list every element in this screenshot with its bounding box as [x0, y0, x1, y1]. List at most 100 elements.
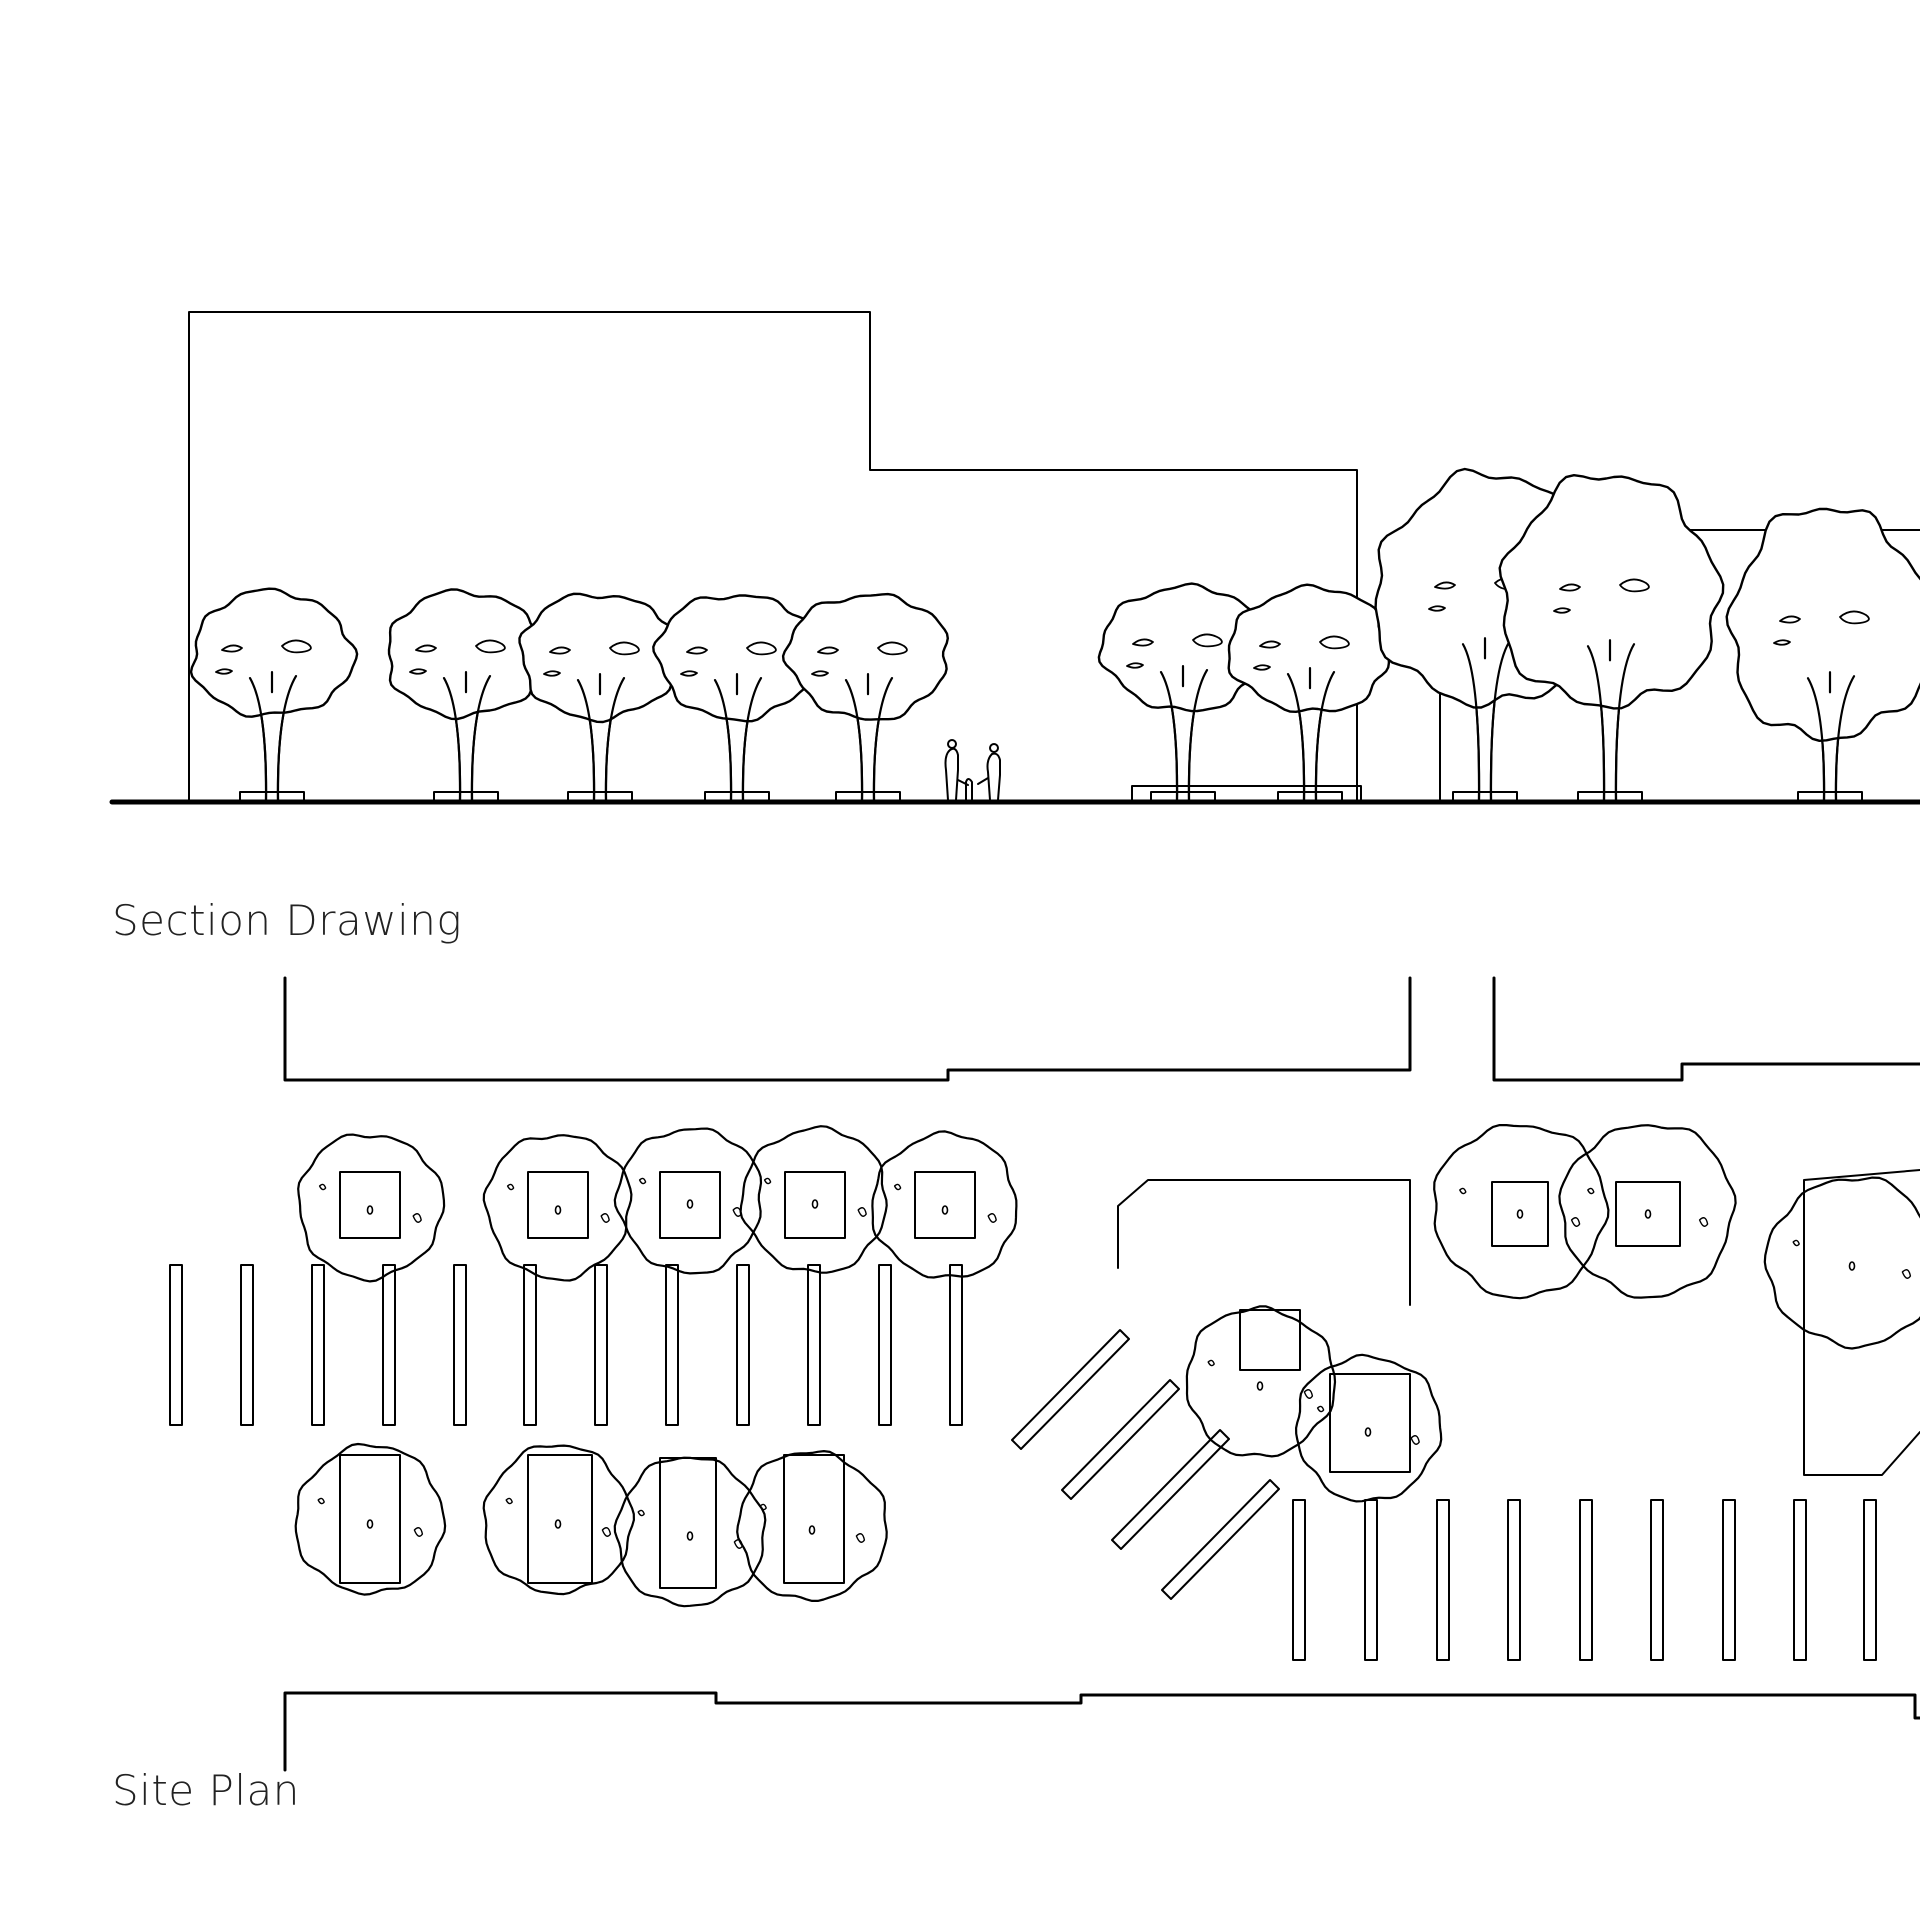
tree-canopy	[387, 588, 552, 721]
bollard	[311, 1264, 325, 1426]
trunk-dot	[554, 1205, 562, 1215]
section-tree	[518, 592, 685, 802]
trunk-dot	[554, 1519, 562, 1529]
canopy-marks	[638, 1177, 742, 1217]
plan-trees	[294, 1124, 1920, 1608]
plan-tree	[482, 1134, 633, 1282]
tree-branches	[1806, 671, 1856, 802]
plan-tree	[1433, 1124, 1610, 1300]
section-tree	[1097, 582, 1264, 802]
section-trees	[189, 467, 1920, 802]
plan-tree-canopy	[1185, 1305, 1337, 1458]
canopy-marks	[893, 1183, 997, 1223]
bollard	[1650, 1499, 1664, 1661]
canopy-marks	[763, 1177, 867, 1217]
plan-tree	[1558, 1124, 1737, 1299]
trunk-dot	[366, 1519, 374, 1529]
tree-pit	[659, 1171, 721, 1239]
plan-tree	[736, 1450, 888, 1602]
trunk-dot	[1256, 1381, 1264, 1391]
tree-planter	[1797, 791, 1863, 802]
bollard	[1579, 1499, 1593, 1661]
tree-branches	[1461, 637, 1511, 802]
canopy-marks	[506, 1183, 610, 1223]
bollard	[240, 1264, 254, 1426]
plan-tree-canopy	[739, 1125, 888, 1274]
bollard-outline	[1111, 1429, 1230, 1550]
trunk-dot	[811, 1199, 819, 1209]
plan-tree-canopy	[613, 1456, 767, 1608]
tree-pit	[527, 1171, 589, 1239]
tree-planter	[1577, 791, 1643, 802]
tree-branches	[1286, 667, 1336, 802]
plaza-outline	[1117, 1179, 1411, 1306]
canopy-marks	[505, 1497, 612, 1537]
tree-pit	[339, 1454, 401, 1584]
plan-tree	[294, 1442, 447, 1596]
trunk-dot	[686, 1531, 694, 1541]
tree-branches	[1586, 639, 1636, 802]
tree-canopy	[652, 594, 821, 723]
plan-tree-canopy	[1763, 1176, 1920, 1350]
tree-pit	[914, 1171, 976, 1239]
tree-pit	[1491, 1181, 1549, 1247]
plan-tree-canopy	[1295, 1353, 1443, 1503]
tree-canopy	[1097, 582, 1264, 713]
plaza-structure-right	[1803, 1169, 1920, 1476]
bollard	[523, 1264, 537, 1426]
bollard	[1722, 1499, 1736, 1661]
trunk-dot	[941, 1205, 949, 1215]
tree-planter	[1452, 791, 1518, 802]
canopy-marks	[317, 1497, 424, 1537]
tree-foliage-marks	[409, 639, 506, 675]
canopy-marks	[318, 1183, 422, 1223]
planter-slab	[1131, 785, 1362, 803]
tree-planter	[835, 791, 901, 802]
site-plan	[169, 976, 1920, 1772]
bollard	[1292, 1499, 1306, 1661]
section-tree	[1498, 474, 1725, 802]
bollard	[878, 1264, 892, 1426]
bollard	[1436, 1499, 1450, 1661]
bollard	[594, 1264, 608, 1426]
tree-pit	[339, 1171, 401, 1239]
tree-pit	[1615, 1181, 1681, 1247]
tree-branches	[1159, 665, 1209, 802]
bollard-outline	[1061, 1379, 1180, 1500]
section-tree	[652, 594, 821, 802]
section-drawing	[109, 311, 1920, 805]
tree-canopy	[1498, 474, 1725, 710]
tree-planter	[433, 791, 499, 802]
bollard	[665, 1264, 679, 1426]
tree-foliage-marks	[543, 641, 640, 677]
tree-planter	[239, 791, 305, 802]
plan-tree-canopy	[297, 1133, 446, 1283]
canopy-marks	[637, 1509, 744, 1549]
tree-branches	[442, 671, 492, 802]
plan-tree	[739, 1125, 888, 1274]
tree-canopy	[518, 592, 685, 724]
tree-foliage-marks	[811, 641, 908, 677]
tree-foliage-marks	[215, 639, 312, 675]
section-tree	[1227, 583, 1391, 802]
section-tree	[189, 587, 359, 802]
tree-planter	[704, 791, 770, 802]
tree-pit	[527, 1454, 593, 1584]
plan-building-edge-top-left	[283, 976, 1412, 1082]
bollard	[169, 1264, 183, 1426]
plan-tree-canopy	[1433, 1124, 1610, 1300]
tree-canopy	[1725, 507, 1920, 742]
tree-planter	[567, 791, 633, 802]
tree-pit	[659, 1457, 717, 1589]
building-outline-left	[188, 311, 1358, 801]
plan-tree-canopy	[482, 1444, 635, 1596]
section-tree	[387, 588, 552, 802]
tree-pit	[783, 1454, 845, 1584]
bollard-outline	[1161, 1479, 1280, 1600]
tree-foliage-marks	[1126, 633, 1223, 669]
diagonal-bollard	[1011, 1329, 1130, 1450]
tree-pit	[784, 1171, 846, 1239]
trunk-dot	[366, 1205, 374, 1215]
bollard-outline	[1011, 1329, 1130, 1450]
bollard	[382, 1264, 396, 1426]
